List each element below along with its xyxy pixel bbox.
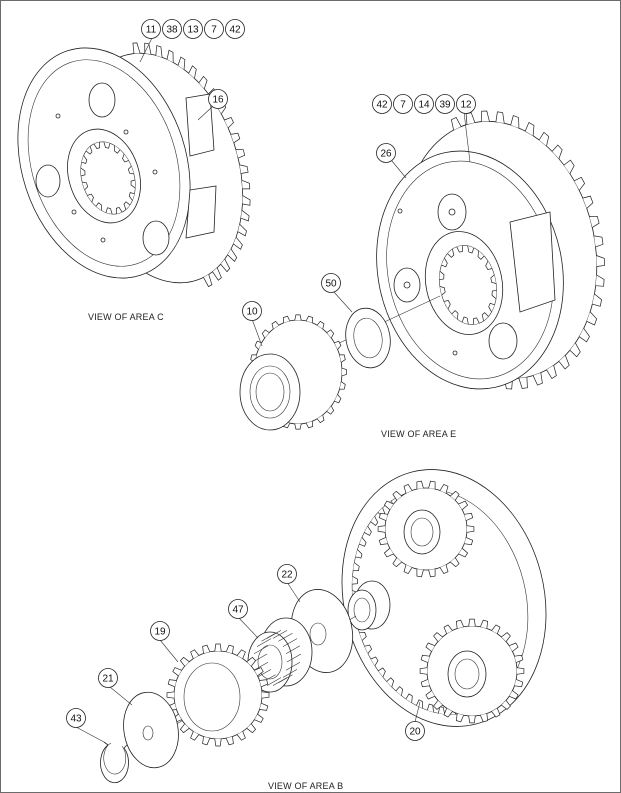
area-c-planet-hole-left [35,164,61,198]
caption-view-of-area-b: VIEW OF AREA B [268,781,343,791]
callout-group-area-c: 11 38 13 7 42 [141,19,245,39]
callout-43: 43 [70,714,82,725]
area-e-spline [439,245,497,325]
callout-38: 38 [166,25,178,36]
callout-16: 16 [212,95,224,106]
area-e-planet-hole-left [393,267,421,303]
leader-lines [75,37,471,743]
area-c-planet-hole-top [88,82,116,118]
callout-19: 19 [154,627,166,638]
callout-14: 14 [418,100,430,111]
area-b-pin-bushing [347,580,391,631]
callout-11: 11 [146,25,157,36]
area-c-planet-hole-bottom [142,220,170,256]
callout-20: 20 [409,727,421,738]
callout-group-area-e: 42 7 14 39 12 [372,94,476,114]
area-e-planet-hole-top [437,193,467,231]
part-10-sun-gear [239,314,347,431]
callout-42: 42 [229,25,241,36]
area-c-carrier-assembly [17,42,251,288]
callout-39: 39 [439,100,451,111]
area-e-planet-hole-bottom [488,322,518,360]
part-19-planet-gear [166,643,270,747]
part-47-needle-bearing [247,617,313,693]
area-b-ring-assembly [149,469,547,741]
callout-13: 13 [187,25,199,36]
caption-view-of-area-e: VIEW OF AREA E [381,429,456,439]
callout-10: 10 [246,307,258,318]
area-e-carrier-assembly [319,110,605,390]
callout-42: 42 [376,100,388,111]
callout-21: 21 [102,674,114,685]
callout-12: 12 [460,100,472,111]
area-c-spline [80,141,136,215]
callout-7: 7 [211,25,217,36]
area-e-gear-teeth [451,110,605,390]
caption-view-of-area-c: VIEW OF AREA C [88,312,164,322]
callout-47: 47 [232,605,244,616]
part-21-washer [123,691,179,769]
callout-22: 22 [281,570,293,581]
callout-7: 7 [400,100,406,111]
area-c-center-bore [67,128,141,224]
area-b-lower-planet-gear [419,618,525,724]
callout-26: 26 [380,149,392,160]
part-43-retaining-ring [100,741,129,784]
part-50-thrust-washer [345,307,391,369]
callout-50: 50 [325,279,337,290]
area-b-upper-planet-gear [377,480,475,578]
